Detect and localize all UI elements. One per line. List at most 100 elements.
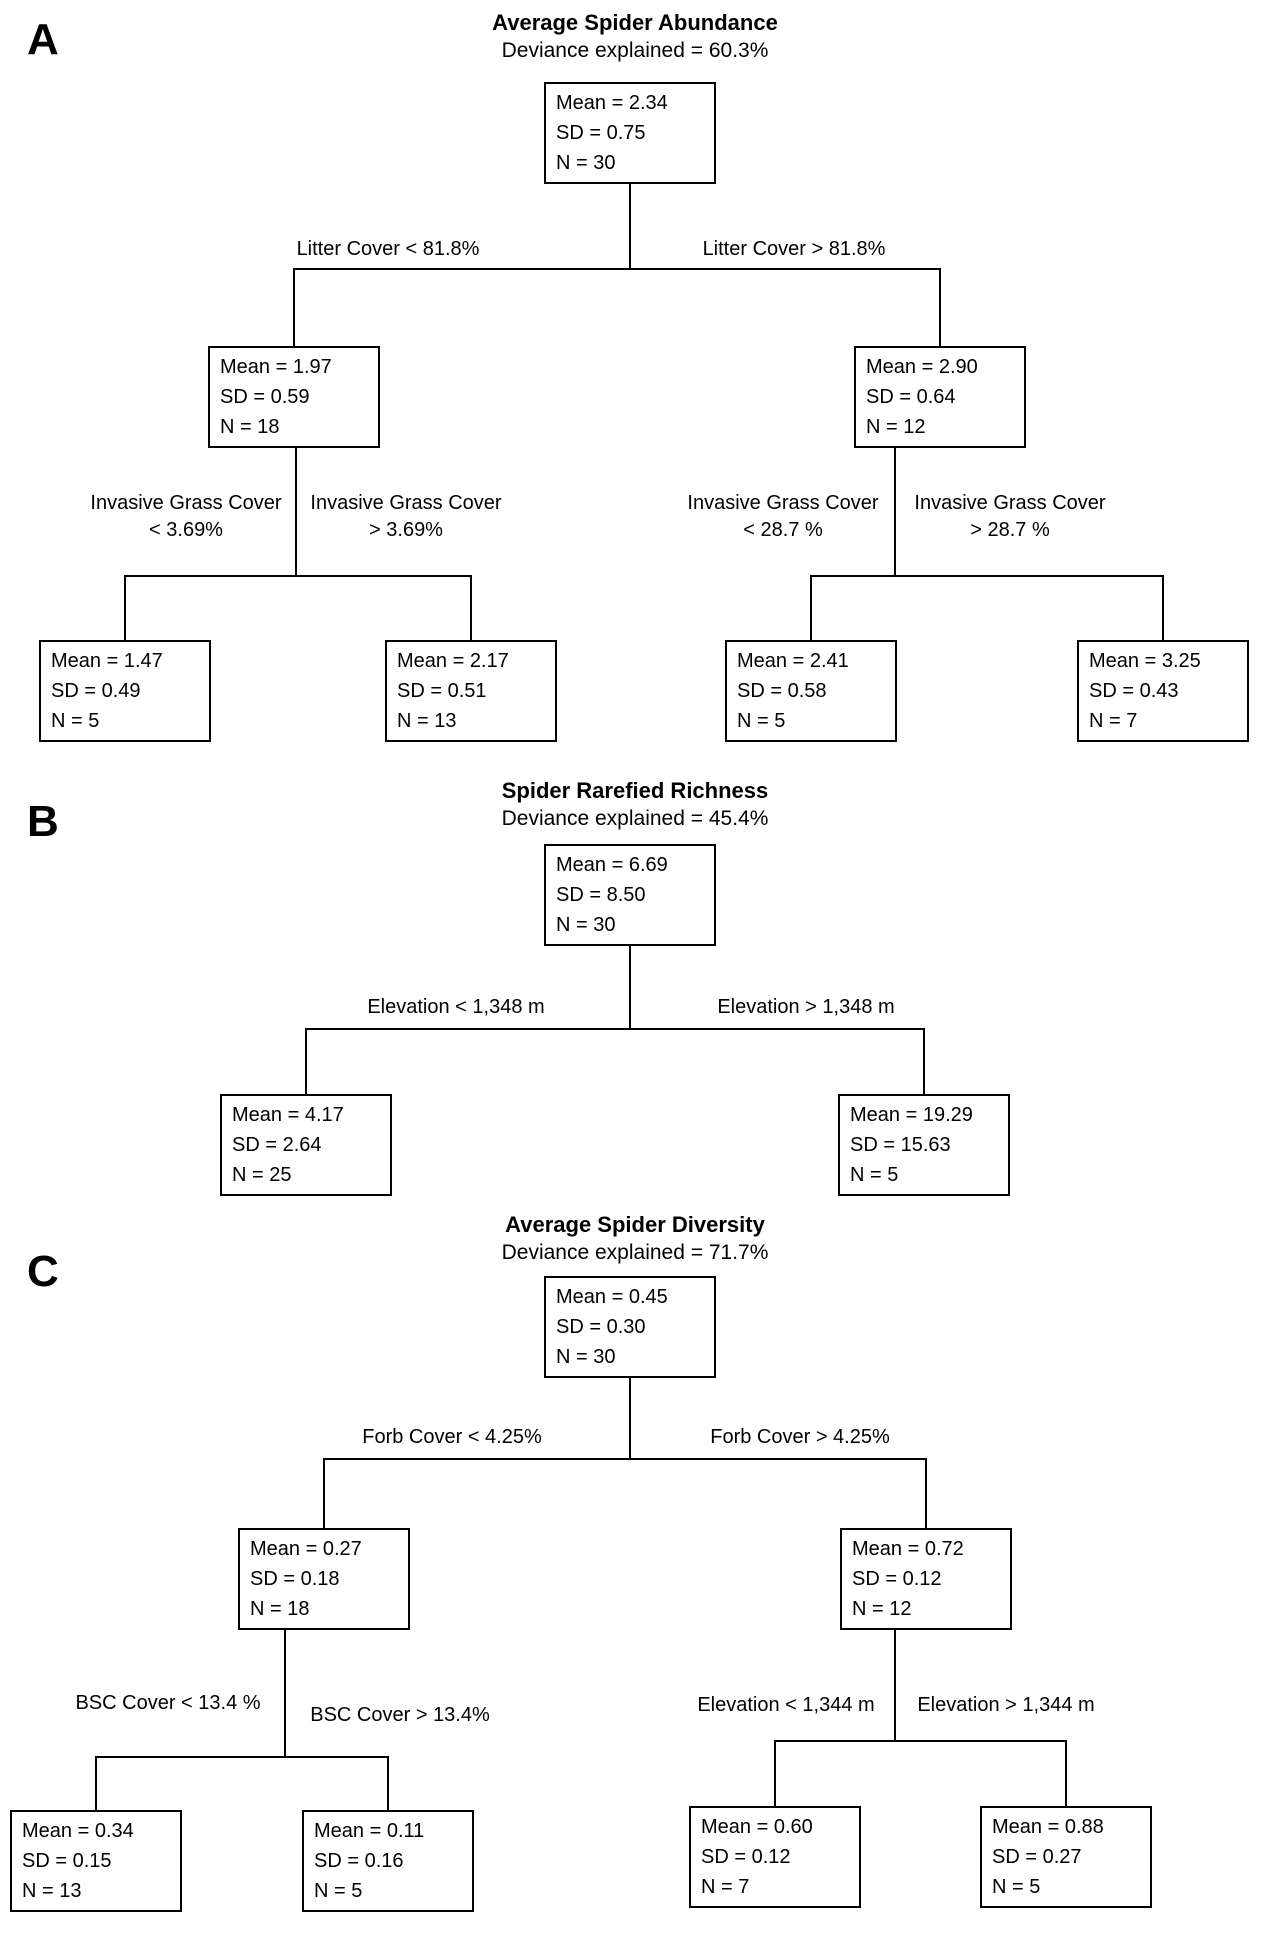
node-sd-line: SD = 2.64 (232, 1134, 322, 1156)
node-sd-line: SD = 8.50 (556, 884, 646, 906)
connector-vline (470, 575, 472, 640)
tree-b-root-node: Mean = 6.69 SD = 8.50 N = 30 (544, 844, 716, 946)
connector-vline (939, 268, 941, 346)
node-n-line: N = 12 (852, 1598, 912, 1620)
tree-a-split-lr-label: Invasive Grass Cover > 3.69% (310, 490, 501, 544)
node-mean-line: Mean = 0.34 (22, 1820, 134, 1842)
connector-hline (95, 1756, 389, 1758)
tree-a-right-node: Mean = 2.90 SD = 0.64 N = 12 (854, 346, 1026, 448)
node-mean-line: Mean = 1.97 (220, 356, 332, 378)
tree-a-leaf-ll-node: Mean = 1.47 SD = 0.49 N = 5 (39, 640, 211, 742)
panel-b-letter: B (27, 797, 59, 846)
node-mean-line: Mean = 3.25 (1089, 650, 1201, 672)
connector-vline (629, 184, 631, 268)
node-n-line: N = 13 (397, 710, 457, 732)
node-mean-line: Mean = 2.17 (397, 650, 509, 672)
panel-c-letter: C (27, 1247, 59, 1296)
tree-b-left-node: Mean = 4.17 SD = 2.64 N = 25 (220, 1094, 392, 1196)
connector-vline (1162, 575, 1164, 640)
node-n-line: N = 18 (250, 1598, 310, 1620)
connector-vline (894, 1630, 896, 1740)
tree-c-split-right-label: Forb Cover > 4.25% (710, 1426, 890, 1448)
tree-c-leaf-ll-node: Mean = 0.34 SD = 0.15 N = 13 (10, 1810, 182, 1912)
node-n-line: N = 5 (314, 1880, 363, 1902)
split-label-line: Invasive Grass Cover (310, 492, 502, 514)
panel-a-letter: A (27, 15, 59, 64)
connector-vline (774, 1740, 776, 1806)
node-n-line: N = 30 (556, 914, 616, 936)
tree-a-split-rl-label: Invasive Grass Cover < 28.7 % (687, 490, 878, 544)
node-mean-line: Mean = 4.17 (232, 1104, 344, 1126)
tree-b-title: Spider Rarefied Richness (501, 778, 769, 803)
connector-vline (629, 1378, 631, 1458)
node-sd-line: SD = 0.49 (51, 680, 141, 702)
tree-c-split-rr-label: Elevation > 1,344 m (917, 1694, 1095, 1716)
node-sd-line: SD = 0.75 (556, 122, 646, 144)
node-sd-line: SD = 0.27 (992, 1846, 1082, 1868)
node-mean-line: Mean = 1.47 (51, 650, 163, 672)
connector-hline (774, 1740, 1067, 1742)
split-label-line: > 28.7 % (970, 519, 1050, 541)
tree-c-root-node: Mean = 0.45 SD = 0.30 N = 30 (544, 1276, 716, 1378)
node-sd-line: SD = 0.12 (852, 1568, 942, 1590)
split-label-line: > 3.69% (369, 519, 443, 541)
node-sd-line: SD = 0.18 (250, 1568, 340, 1590)
connector-vline (1065, 1740, 1067, 1806)
tree-b-subtitle: Deviance explained = 45.4% (501, 807, 769, 830)
tree-c-leaf-rr-node: Mean = 0.88 SD = 0.27 N = 5 (980, 1806, 1152, 1908)
split-label-line: Invasive Grass Cover (90, 492, 282, 514)
node-sd-line: SD = 0.59 (220, 386, 310, 408)
tree-c-left-node: Mean = 0.27 SD = 0.18 N = 18 (238, 1528, 410, 1630)
connector-hline (293, 268, 941, 270)
node-n-line: N = 5 (737, 710, 786, 732)
connector-vline (629, 946, 631, 1028)
split-label-line: < 28.7 % (743, 519, 823, 541)
tree-a-split-ll-label: Invasive Grass Cover < 3.69% (90, 490, 281, 544)
split-label-line: Invasive Grass Cover (914, 492, 1106, 514)
node-sd-line: SD = 0.15 (22, 1850, 112, 1872)
connector-vline (305, 1028, 307, 1094)
tree-c-split-left-label: Forb Cover < 4.25% (362, 1426, 542, 1448)
node-n-line: N = 5 (850, 1164, 899, 1186)
node-n-line: N = 7 (701, 1876, 750, 1898)
tree-c-title: Average Spider Diversity (505, 1212, 765, 1237)
node-mean-line: Mean = 2.34 (556, 92, 668, 114)
node-mean-line: Mean = 0.72 (852, 1538, 964, 1560)
tree-c-leaf-lr-node: Mean = 0.11 SD = 0.16 N = 5 (302, 1810, 474, 1912)
node-sd-line: SD = 15.63 (850, 1134, 951, 1156)
node-n-line: N = 5 (992, 1876, 1041, 1898)
node-n-line: N = 5 (51, 710, 100, 732)
node-sd-line: SD = 0.51 (397, 680, 487, 702)
connector-vline (323, 1458, 325, 1528)
node-mean-line: Mean = 2.41 (737, 650, 849, 672)
connector-vline (295, 448, 297, 575)
node-n-line: N = 18 (220, 416, 280, 438)
tree-b-split-right-label: Elevation > 1,348 m (717, 996, 895, 1018)
tree-b-split-left-label: Elevation < 1,348 m (367, 996, 545, 1018)
connector-vline (293, 268, 295, 346)
tree-a-leaf-lr-node: Mean = 2.17 SD = 0.51 N = 13 (385, 640, 557, 742)
tree-c-leaf-rl-node: Mean = 0.60 SD = 0.12 N = 7 (689, 1806, 861, 1908)
split-label-line: Invasive Grass Cover (687, 492, 879, 514)
connector-vline (923, 1028, 925, 1094)
tree-b-right-node: Mean = 19.29 SD = 15.63 N = 5 (838, 1094, 1010, 1196)
tree-c-split-lr-label: BSC Cover > 13.4% (310, 1704, 490, 1726)
connector-vline (95, 1756, 97, 1810)
connector-hline (124, 575, 472, 577)
node-mean-line: Mean = 19.29 (850, 1104, 973, 1126)
node-sd-line: SD = 0.16 (314, 1850, 404, 1872)
connector-vline (284, 1630, 286, 1756)
node-sd-line: SD = 0.58 (737, 680, 827, 702)
node-n-line: N = 30 (556, 152, 616, 174)
tree-a-root-node: Mean = 2.34 SD = 0.75 N = 30 (544, 82, 716, 184)
connector-vline (810, 575, 812, 640)
node-n-line: N = 25 (232, 1164, 292, 1186)
tree-c-split-rl-label: Elevation < 1,344 m (697, 1694, 875, 1716)
node-mean-line: Mean = 0.88 (992, 1816, 1104, 1838)
tree-c-right-node: Mean = 0.72 SD = 0.12 N = 12 (840, 1528, 1012, 1630)
split-label-line: < 3.69% (149, 519, 223, 541)
tree-a-split-right-label: Litter Cover > 81.8% (702, 238, 886, 260)
tree-c-subtitle: Deviance explained = 71.7% (501, 1241, 769, 1264)
node-n-line: N = 12 (866, 416, 926, 438)
connector-vline (925, 1458, 927, 1528)
